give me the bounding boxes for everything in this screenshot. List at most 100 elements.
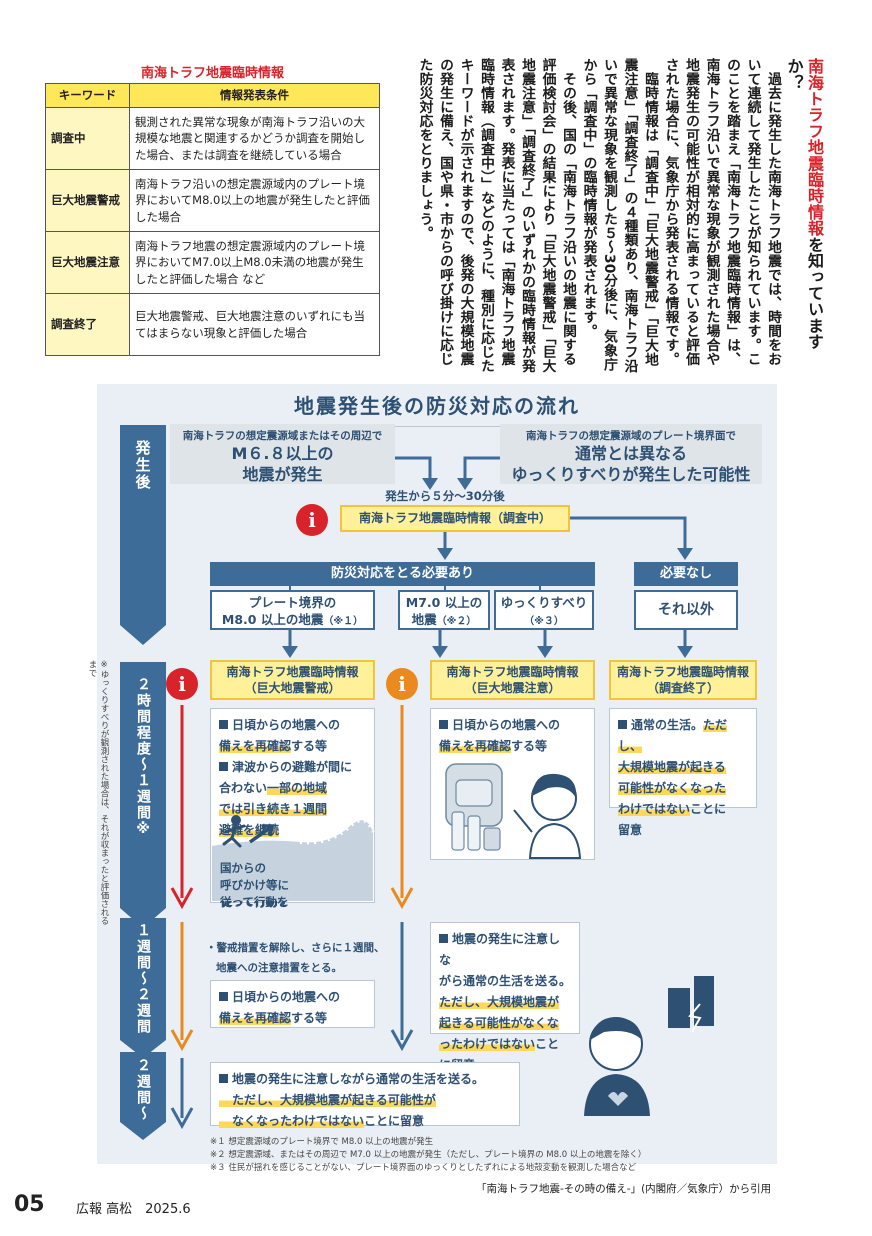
crack-icon — [688, 1003, 702, 1033]
phase-shape-2week — [120, 918, 166, 1058]
running-person-icon — [231, 815, 241, 825]
publication-label: 広報 高松 2025.6 — [76, 1202, 191, 1217]
arrow-head — [422, 478, 438, 490]
table-header-row: キーワード 情報発表条件 — [45, 83, 380, 108]
flow-title-divider — [277, 426, 597, 427]
arrow-line — [463, 456, 500, 480]
trigger-earthquake-line1: M６.８以上の — [231, 444, 334, 463]
article-paragraph: 過去に発生した南海トラフ地震では、時間をおいて連続して発生したことが知られていま… — [662, 58, 782, 366]
article-heading: 南海トラフ地震臨時情報を知っていますか？ — [783, 58, 825, 378]
table-cell-keyword: 調査終了 — [45, 293, 130, 356]
phase-label-after2week: ２週間～ — [135, 1058, 151, 1122]
warning-action-3-label: 国からの呼びかけ等に従って行動を — [220, 861, 289, 909]
warning-info-box: 南海トラフ地震臨時情報 （巨大地震警戒） — [210, 660, 375, 700]
building-icon — [694, 976, 714, 1026]
end-info-line2: （調査終了） — [646, 681, 719, 695]
canned-food-icon — [483, 827, 501, 851]
info-icon: i — [166, 668, 198, 700]
water-bottle-icon — [467, 815, 481, 851]
case-m8-line2-wrap: M8.0 以上の地震（※１） — [212, 611, 373, 630]
case-m7-line1: M7.0 以上の — [405, 595, 483, 610]
elapsed-time-label: 発生から５分～30分後 — [385, 489, 505, 503]
case-m7-ref: （※２） — [436, 616, 477, 627]
citation: 「南海トラフ地震-その時の備え-」(内閣府／気象庁）から引用 — [476, 1183, 772, 1195]
table-header-condition: 情報発表条件 — [129, 83, 380, 108]
need-action-bar: 防災対応をとる必要あり — [210, 562, 595, 586]
building-icon — [668, 988, 690, 1028]
heart-icon — [608, 1092, 628, 1106]
table-cell-condition: 南海トラフ地震の想定震源域内のプレート境界においてM7.0以上M8.0未満の地震… — [129, 231, 380, 294]
end-info-box: 南海トラフ地震臨時情報 （調査終了） — [609, 660, 757, 700]
end-action-card: 通常の生活。ただし、大規模地震が起きる可能性がなくなったわけではないことに留意 — [609, 708, 757, 837]
page-number: 05 — [14, 1192, 45, 1217]
keyword-table: キーワード 情報発表条件 調査中 観測された異常な現象が南海トラフ沿いの大規模な… — [45, 83, 380, 356]
info-icon: i — [296, 504, 328, 536]
caution-info-box: 南海トラフ地震臨時情報 （巨大地震注意） — [430, 660, 595, 700]
case-slowslip-line1: ゆっくりすべり — [500, 595, 588, 610]
end-info-line1: 南海トラフ地震臨時情報 — [616, 665, 749, 679]
table-cell-condition: 観測された異常な現象が南海トラフ沿いの大規模な地震と関連するかどうか調査を開始し… — [129, 107, 380, 170]
week2-action-1: 日頃からの地震への備えを再確認する等 — [219, 990, 341, 1025]
caution-info-line1: 南海トラフ地震臨時情報 — [446, 665, 579, 679]
table-cell-keyword: 巨大地震警戒 — [45, 169, 130, 232]
evacuate-arrow-icon — [248, 824, 275, 844]
case-m8-ref: （※１） — [323, 616, 364, 627]
warning-info-line2: （巨大地震警戒） — [244, 681, 341, 695]
no-need-bar: 必要なし — [634, 562, 738, 586]
trigger-earthquake-line2: 地震が発生 — [242, 465, 323, 484]
table-row: 調査中 観測された異常な現象が南海トラフ沿いの大規模な地震と関連するかどうか調査… — [45, 107, 380, 170]
side-note: ※ゆっくりすべりが観測された場合は、それが収まったと評価されるまで — [87, 660, 109, 925]
warning-action-1: 日頃からの地震への備えを再確認する等 — [219, 718, 341, 753]
info-icon: i — [386, 668, 418, 700]
case-slowslip-box: ゆっくりすべり （※３） — [494, 590, 594, 630]
trigger-slowslip-box: 南海トラフの想定震源域のプレート境界面で 通常とは異なる ゆっくりすべりが発生し… — [500, 424, 762, 484]
investigating-info-box: 南海トラフ地震臨時情報（調査中） — [340, 505, 570, 532]
table-cell-condition: 巨大地震警戒、巨大地震注意のいずれにも当てはまらない現象と評価した場合 — [129, 293, 380, 356]
week2-note: ・警戒措置を解除し、さらに１週間、 地震への注意措置をとる。 — [206, 938, 385, 978]
week2-caution-card: 地震の発生に注意しながら通常の生活を送る。ただし、大規模地震が起きる可能性がなく… — [430, 922, 580, 1072]
table-row: 調査終了 巨大地震警戒、巨大地震注意のいずれにも当てはまらない現象と評価した場合 — [45, 293, 380, 356]
article-paragraph: 臨時情報は「調査中」「巨大地震警戒」「巨大地震注意」「調査終了」の４種類あり、南… — [580, 58, 659, 374]
end-action-1: 通常の生活。ただし、大規模地震が起きる可能性がなくなったわけではないことに留意 — [618, 718, 728, 837]
phase-label-2week: １週間～２週間 — [135, 923, 151, 1035]
phase-label-after: 発生後 — [133, 439, 152, 491]
week2-note-line2: 地震への注意措置をとる。 — [216, 962, 342, 974]
phase-shape-after — [120, 425, 166, 645]
table-row: 巨大地震警戒 南海トラフ沿いの想定震源域内のプレート境界においてM8.0以上の地… — [45, 169, 380, 232]
caution-info-line2: （巨大地震注意） — [464, 681, 561, 695]
article-paragraph: その後、国の「南海トラフ沿いの地震に関する評価検討会」の結果により「巨大地震警戒… — [416, 58, 577, 374]
case-m8-line2: M8.0 以上の地震 — [221, 612, 324, 627]
phase-shape-after2week — [120, 1052, 166, 1140]
case-m7-box: M7.0 以上の 地震（※２） — [398, 590, 490, 630]
table-cell-keyword: 調査中 — [45, 107, 130, 170]
table-title: 南海トラフ地震臨時情報 — [140, 66, 284, 81]
case-slowslip-ref: （※３） — [524, 616, 564, 627]
footnote-1: ※１ 想定震源域のプレート境界で M8.0 以上の地震が発生 — [210, 1137, 434, 1147]
arrow-line — [395, 456, 432, 480]
article-heading-red: 南海トラフ地震臨時情報 — [805, 58, 824, 237]
caution-action-1: 日頃からの地震への備えを再確認する等 — [439, 718, 561, 753]
article-heading-rest: を知っていますか？ — [784, 58, 825, 350]
phase-shape-1week — [120, 662, 166, 928]
footnotes: ※１ 想定震源域のプレート境界で M8.0 以上の地震が発生 ※２ 想定震源域、… — [210, 1136, 770, 1175]
week2-action-card: 日頃からの地震への備えを再確認する等 — [210, 980, 375, 1028]
trigger-slowslip-line2: ゆっくりすべりが発生した可能性 — [511, 465, 751, 484]
trigger-earthquake-box: 南海トラフの想定震源域またはその周辺で M６.８以上の 地震が発生 — [170, 424, 395, 484]
case-m8-box: プレート境界の M8.0 以上の地震（※１） — [210, 590, 375, 630]
warning-info-line1: 南海トラフ地震臨時情報 — [226, 665, 359, 679]
week2-caution-text: 地震の発生に注意しながら通常の生活を送る。ただし、大規模地震が起きる可能性がなく… — [439, 932, 572, 1072]
case-m7-line2-wrap: 地震（※２） — [400, 611, 488, 630]
after-2week-text: 地震の発生に注意しながら通常の生活を送る。ただし、大規模地震が起きる可能性がなく… — [219, 1069, 511, 1132]
arrow-head — [457, 478, 473, 490]
case-m7-line2: 地震 — [411, 612, 437, 627]
flow-title: 地震発生後の防災対応の流れ — [294, 394, 580, 418]
case-slowslip-ref-wrap: （※３） — [496, 611, 592, 630]
table-cell-condition: 南海トラフ沿いの想定震源域内のプレート境界においてM8.0以上の地震が発生したと… — [129, 169, 380, 232]
week2-note-line1: ・警戒措置を解除し、さらに１週間、 — [206, 942, 385, 954]
article-vertical-text: 南海トラフ地震臨時情報を知っていますか？ 過去に発生した南海トラフ地震では、時間… — [384, 58, 825, 378]
trigger-slowslip-small: 南海トラフの想定震源域のプレート境界面で — [526, 430, 736, 442]
trigger-earthquake-small: 南海トラフの想定震源域またはその周辺で — [182, 430, 383, 442]
after-2week-card: 地震の発生に注意しながら通常の生活を送る。ただし、大規模地震が起きる可能性がなく… — [210, 1062, 520, 1128]
phase-label-1week: ２時間程度～１週間※ — [135, 677, 151, 839]
